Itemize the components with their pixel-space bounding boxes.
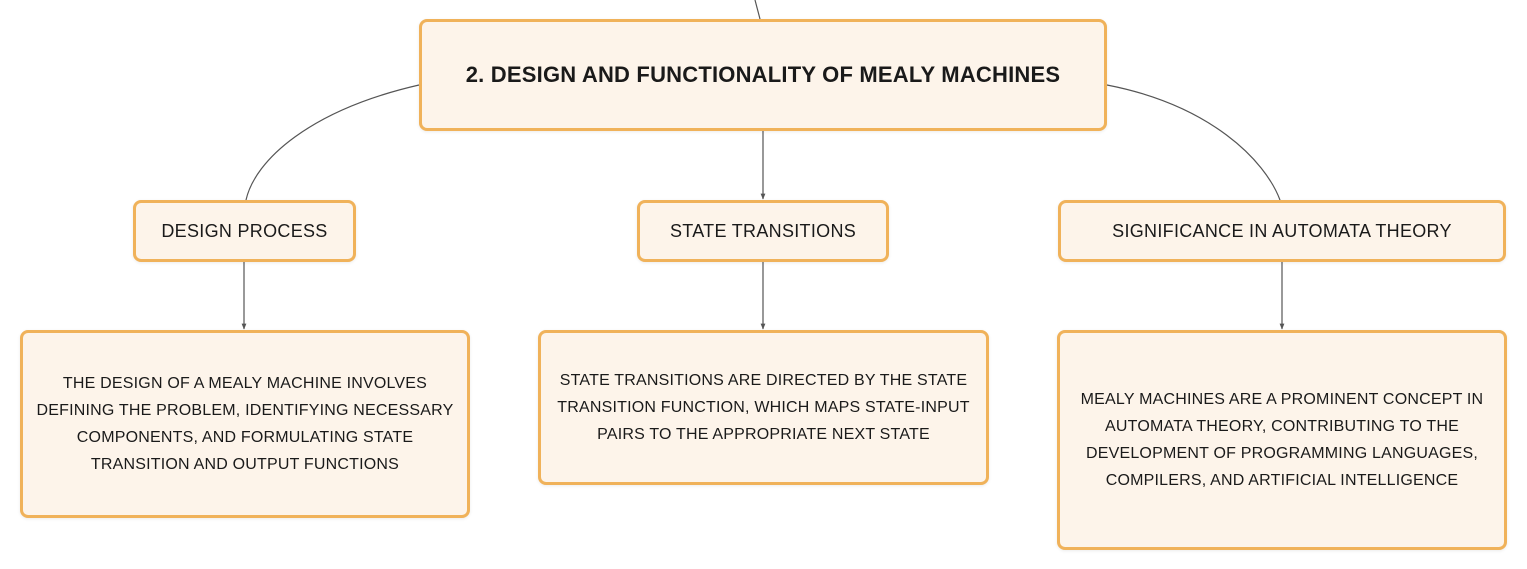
topic-node-label: STATE TRANSITIONS: [669, 220, 857, 241]
topic-node-label: SIGNIFICANCE IN AUTOMATA THEORY: [1112, 220, 1452, 241]
detail-node-design-process[interactable]: THE DESIGN OF A MEALY MACHINE INVOLVES D…: [20, 330, 470, 518]
topic-node-label: DESIGN PROCESS: [161, 220, 328, 241]
detail-node-text: MEALY MACHINES ARE A PROMINENT CONCEPT I…: [1080, 391, 1484, 489]
detail-node-text: THE DESIGN OF A MEALY MACHINE INVOLVES D…: [36, 375, 454, 473]
connector-root-to-design-process: [245, 84, 420, 201]
root-node-label: 2. DESIGN AND FUNCTIONALITY OF MEALY MAC…: [465, 62, 1061, 87]
connector-root-to-significance: [1106, 84, 1281, 201]
connector-parent-to-root: [754, 0, 761, 20]
topic-node-state-transitions[interactable]: STATE TRANSITIONS: [637, 200, 889, 262]
detail-node-state-transitions[interactable]: STATE TRANSITIONS ARE DIRECTED BY THE ST…: [538, 330, 989, 485]
topic-node-design-process[interactable]: DESIGN PROCESS: [133, 200, 356, 262]
topic-node-significance[interactable]: SIGNIFICANCE IN AUTOMATA THEORY: [1058, 200, 1506, 262]
detail-node-text: STATE TRANSITIONS ARE DIRECTED BY THE ST…: [557, 372, 970, 443]
detail-node-significance[interactable]: MEALY MACHINES ARE A PROMINENT CONCEPT I…: [1057, 330, 1507, 550]
root-node[interactable]: 2. DESIGN AND FUNCTIONALITY OF MEALY MAC…: [419, 19, 1107, 131]
